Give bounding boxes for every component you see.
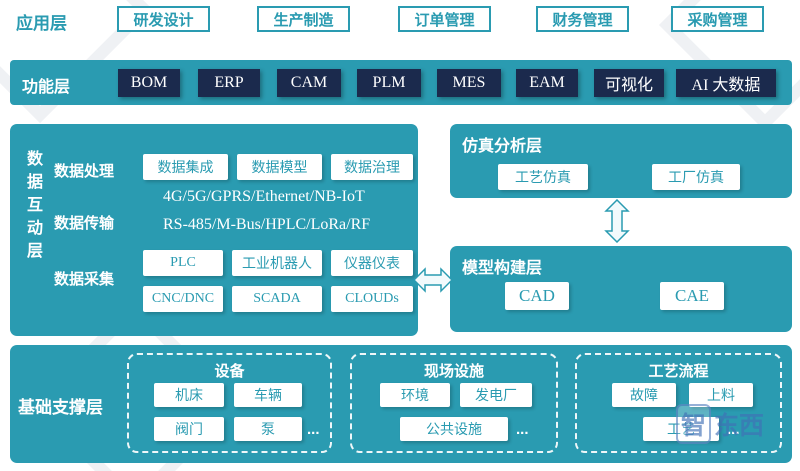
box-scada: SCADA bbox=[232, 286, 322, 312]
exchange-arrow-vertical-icon bbox=[604, 199, 630, 243]
func-box-cam: CAM bbox=[277, 69, 341, 97]
watermark-logo-text: 东西 bbox=[714, 412, 765, 440]
model-building-layer-panel: 模型构建层 CAD CAE bbox=[450, 246, 792, 332]
data-interaction-layer-label: 数据互动层 bbox=[24, 150, 41, 265]
app-box-procurement-management: 采购管理 bbox=[671, 6, 764, 32]
process-flow-more-ellipsis: ... bbox=[727, 421, 740, 438]
site-facilities-more-ellipsis: ... bbox=[516, 421, 529, 438]
simulation-analysis-layer-panel: 仿真分析层 工艺仿真 工厂仿真 bbox=[450, 124, 792, 198]
data-transport-label: 数据传输 bbox=[54, 215, 115, 232]
box-cnc-dnc: CNC/DNC bbox=[143, 286, 223, 312]
function-layer-label: 功能层 bbox=[22, 79, 71, 96]
box-data-governance: 数据治理 bbox=[331, 154, 413, 180]
app-box-finance-management: 财务管理 bbox=[536, 6, 629, 32]
func-box-erp: ERP bbox=[198, 69, 260, 97]
data-interaction-layer-panel: 数据互动层 数据处理 数据集成 数据模型 数据治理 数据传输 4G/5G/GPR… bbox=[10, 124, 418, 336]
support-group-equipment: 设备 机床 车辆 阀门 泵 ... bbox=[127, 353, 332, 453]
box-cad: CAD bbox=[505, 282, 569, 310]
data-processing-label: 数据处理 bbox=[54, 163, 115, 180]
box-industrial-robot: 工业机器人 bbox=[232, 250, 322, 276]
box-loading: 上料 bbox=[689, 383, 753, 407]
transport-protocols-line2: RS-485/M-Bus/HPLC/LoRa/RF bbox=[163, 216, 371, 233]
box-machine-tool: 机床 bbox=[154, 383, 224, 407]
box-data-model: 数据模型 bbox=[237, 154, 322, 180]
box-instruments: 仪器仪表 bbox=[331, 250, 413, 276]
app-box-order-management: 订单管理 bbox=[398, 6, 491, 32]
box-process-simulation: 工艺仿真 bbox=[498, 164, 588, 190]
box-factory-simulation: 工厂仿真 bbox=[652, 164, 740, 190]
equipment-more-ellipsis: ... bbox=[307, 421, 320, 438]
application-layer-label: 应用层 bbox=[16, 14, 67, 33]
func-box-ai-bigdata: AI 大数据 bbox=[676, 69, 776, 97]
app-box-manufacturing: 生产制造 bbox=[257, 6, 350, 32]
model-building-layer-label: 模型构建层 bbox=[462, 260, 543, 277]
support-group-site-facilities: 现场设施 环境 发电厂 公共设施 ... bbox=[350, 353, 558, 453]
basic-support-layer-panel: 基础支撑层 设备 机床 车辆 阀门 泵 ... 现场设施 环境 发电厂 公共设施… bbox=[10, 345, 792, 463]
box-process: 工艺 bbox=[643, 417, 719, 441]
box-fault: 故障 bbox=[612, 383, 676, 407]
box-valve: 阀门 bbox=[154, 417, 224, 441]
support-group-process-flow: 工艺流程 故障 上料 工艺 ... bbox=[575, 353, 782, 453]
exchange-arrow-horizontal-icon bbox=[413, 267, 453, 293]
func-box-mes: MES bbox=[437, 69, 501, 97]
box-clouds: CLOUDs bbox=[331, 286, 413, 312]
box-power-plant: 发电厂 bbox=[460, 383, 532, 407]
watermark-logo-boxed-char: 智 bbox=[676, 404, 712, 444]
simulation-analysis-layer-label: 仿真分析层 bbox=[462, 138, 543, 155]
func-box-bom: BOM bbox=[118, 69, 180, 97]
func-box-visualization: 可视化 bbox=[594, 69, 664, 97]
watermark-logo: 智 东西 bbox=[676, 404, 764, 444]
box-environment: 环境 bbox=[380, 383, 450, 407]
box-public-facilities: 公共设施 bbox=[400, 417, 508, 441]
transport-protocols-line1: 4G/5G/GPRS/Ethernet/NB-IoT bbox=[163, 188, 365, 205]
box-plc: PLC bbox=[143, 250, 223, 276]
support-group-site-facilities-title: 现场设施 bbox=[423, 363, 484, 380]
box-vehicle: 车辆 bbox=[234, 383, 302, 407]
func-box-plm: PLM bbox=[357, 69, 421, 97]
support-group-process-flow-title: 工艺流程 bbox=[648, 363, 709, 380]
func-box-eam: EAM bbox=[516, 69, 578, 97]
box-pump: 泵 bbox=[234, 417, 302, 441]
data-collection-label: 数据采集 bbox=[54, 271, 115, 288]
box-data-integration: 数据集成 bbox=[143, 154, 228, 180]
box-cae: CAE bbox=[660, 282, 724, 310]
basic-support-layer-label: 基础支撑层 bbox=[18, 398, 103, 417]
support-group-equipment-title: 设备 bbox=[214, 363, 245, 380]
app-box-rnd-design: 研发设计 bbox=[117, 6, 210, 32]
